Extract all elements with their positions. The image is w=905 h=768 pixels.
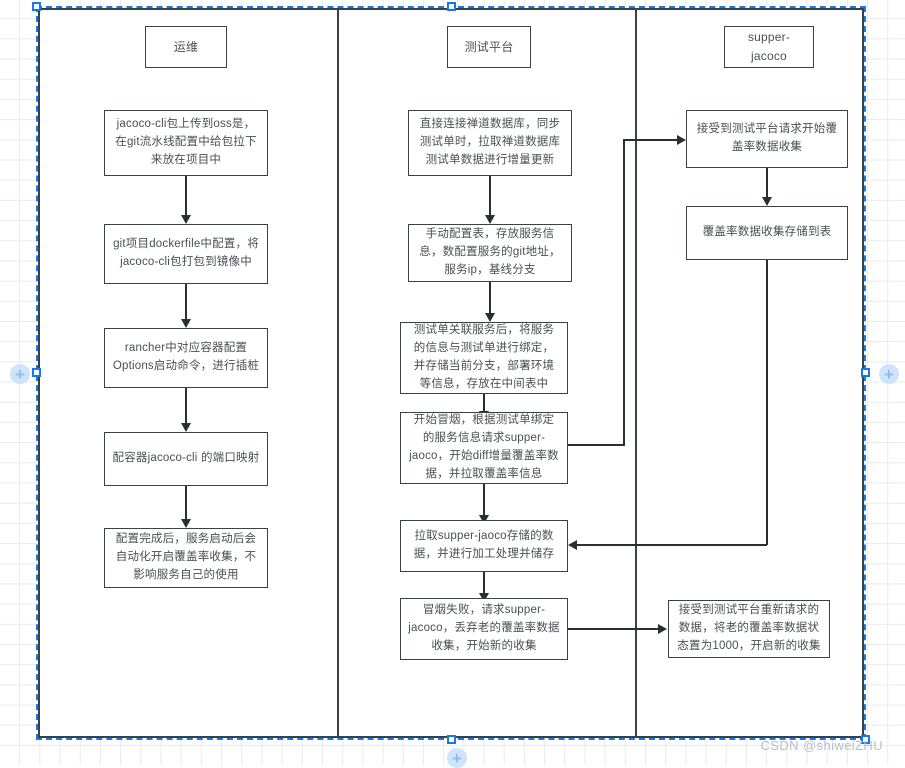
node-sj-1-label: 接受到测试平台请求开始覆盖率数据收集 <box>696 123 838 153</box>
edge-tp6-sj3-seg1 <box>568 628 659 630</box>
node-sj-3-label: 接受到测试平台重新请求的数据，将老的覆盖率数据状态置为1000，开启新的收集 <box>677 604 821 652</box>
edge-tp4-tp5 <box>483 484 485 520</box>
edge-ops2-ops3-arrow <box>181 319 191 328</box>
node-sj-2-label: 覆盖率数据收集存储到表 <box>702 226 832 239</box>
edge-tp2-tp3 <box>489 282 491 318</box>
edge-ops3-ops4-arrow <box>181 423 191 432</box>
node-ops-1-label: jacoco-cli包上传到oss是，在git流水线配置中给包拉下来放在项目中 <box>115 118 257 166</box>
node-ops-2[interactable]: git项目dockerfile中配置，将jacoco-cli包打包到镜像中 <box>104 224 268 284</box>
edge-tp6-sj3-arrow <box>658 624 667 634</box>
edge-tp4-tp5-arrow <box>479 515 489 524</box>
edge-ops4-ops5-arrow <box>181 519 191 528</box>
node-tp-1-label: 直接连接禅道数据库，同步测试单时，拉取禅道数据库测试单数据进行增量更新 <box>419 118 561 166</box>
edge-tp4-sj1-seg2 <box>623 140 625 445</box>
node-tp-4[interactable]: 开始冒烟，根据测试单绑定的服务信息请求supper-jaoco，开始diff增量… <box>400 412 568 484</box>
node-tp-3[interactable]: 测试单关联服务后，将服务的信息与测试单进行绑定，并存储当前分支，部署环境等信息，… <box>400 322 568 394</box>
node-tp-4-label: 开始冒烟，根据测试单绑定的服务信息请求supper-jaoco，开始diff增量… <box>409 414 559 480</box>
edge-sj2-tp5-seg1 <box>766 260 768 545</box>
plus-glyph: + <box>884 364 894 384</box>
resize-handle-bottom-right[interactable] <box>861 735 870 744</box>
node-ops-5-label: 配置完成后，服务启动后会自动化开启覆盖率收集，不影响服务自己的使用 <box>115 533 257 581</box>
edge-sj2-tp5-arrow <box>568 540 577 550</box>
watermark-text: CSDN @shiweiZHU <box>760 738 883 753</box>
edge-tp4-sj1-seg3 <box>623 139 681 141</box>
edge-ops1-ops2-arrow <box>181 215 191 224</box>
node-tp-2[interactable]: 手动配置表，存放服务信息，数配置服务的git地址，服务ip，基线分支 <box>408 224 572 282</box>
node-sj-1[interactable]: 接受到测试平台请求开始覆盖率数据收集 <box>686 110 848 168</box>
resize-handle-middle-left[interactable] <box>32 368 41 377</box>
lane-header-test-platform-label: 测试平台 <box>464 39 514 54</box>
lane-header-test-platform[interactable]: 测试平台 <box>447 26 531 68</box>
add-node-bottom-plus-icon[interactable]: + <box>447 748 467 768</box>
plus-glyph: + <box>452 748 462 768</box>
resize-handle-middle-right[interactable] <box>861 368 870 377</box>
lane-divider-1 <box>337 8 339 738</box>
edge-tp3-tp4 <box>483 394 485 416</box>
node-ops-3-label: rancher中对应容器配置Options启动命令，进行插桩 <box>112 342 260 372</box>
lane-header-supper-jacoco-label: supper-jacoco <box>747 30 791 63</box>
node-ops-3[interactable]: rancher中对应容器配置Options启动命令，进行插桩 <box>104 328 268 388</box>
edge-tp4-sj1-arrow <box>677 135 686 145</box>
edge-tp2-tp3-arrow <box>485 313 495 322</box>
node-tp-5[interactable]: 拉取supper-jaoco存储的数据，并进行加工处理并储存 <box>400 520 568 572</box>
resize-handle-bottom-center[interactable] <box>447 735 456 744</box>
resize-handle-top-left[interactable] <box>32 2 41 11</box>
node-sj-3[interactable]: 接受到测试平台重新请求的数据，将老的覆盖率数据状态置为1000，开启新的收集 <box>668 600 830 658</box>
edge-tp5-tp6-arrow <box>479 593 489 602</box>
add-node-right-plus-icon[interactable]: + <box>879 364 899 384</box>
edge-ops1-ops2 <box>185 176 187 220</box>
edge-tp4-sj1-seg1 <box>568 444 625 446</box>
node-tp-1[interactable]: 直接连接禅道数据库，同步测试单时，拉取禅道数据库测试单数据进行增量更新 <box>408 110 572 176</box>
node-tp-5-label: 拉取supper-jaoco存储的数据，并进行加工处理并储存 <box>413 530 555 560</box>
lane-divider-2 <box>635 8 637 738</box>
plus-glyph: + <box>15 364 25 384</box>
node-tp-3-label: 测试单关联服务后，将服务的信息与测试单进行绑定，并存储当前分支，部署环境等信息，… <box>413 324 555 390</box>
node-ops-4[interactable]: 配容器jacoco-cli 的端口映射 <box>104 432 268 486</box>
edge-tp1-tp2 <box>489 176 491 220</box>
lane-header-supper-jacoco[interactable]: supper-jacoco <box>724 26 814 68</box>
edge-ops4-ops5 <box>185 486 187 524</box>
node-ops-4-label: 配容器jacoco-cli 的端口映射 <box>112 452 260 465</box>
node-tp-2-label: 手动配置表，存放服务信息，数配置服务的git地址，服务ip，基线分支 <box>419 228 561 276</box>
node-ops-5[interactable]: 配置完成后，服务启动后会自动化开启覆盖率收集，不影响服务自己的使用 <box>104 528 268 588</box>
node-ops-1[interactable]: jacoco-cli包上传到oss是，在git流水线配置中给包拉下来放在项目中 <box>104 110 268 176</box>
resize-handle-top-center[interactable] <box>447 2 456 11</box>
edge-tp5-tp6 <box>483 572 485 598</box>
edge-tp1-tp2-arrow <box>485 215 495 224</box>
node-tp-6[interactable]: 冒烟失败，请求supper-jacoco，丢弃老的覆盖率数据收集，开始新的收集 <box>400 598 568 660</box>
lane-header-ops-label: 运维 <box>173 39 199 54</box>
edge-sj1-sj2 <box>766 168 768 202</box>
node-ops-2-label: git项目dockerfile中配置，将jacoco-cli包打包到镜像中 <box>113 238 259 268</box>
add-node-left-plus-icon[interactable]: + <box>10 364 30 384</box>
edge-ops3-ops4 <box>185 388 187 428</box>
lane-header-ops[interactable]: 运维 <box>145 26 227 68</box>
node-tp-6-label: 冒烟失败，请求supper-jacoco，丢弃老的覆盖率数据收集，开始新的收集 <box>408 604 560 652</box>
edge-sj1-sj2-arrow <box>762 197 772 206</box>
node-sj-2[interactable]: 覆盖率数据收集存储到表 <box>686 206 848 260</box>
edge-ops2-ops3 <box>185 284 187 324</box>
edge-sj2-tp5-seg2 <box>577 544 767 546</box>
